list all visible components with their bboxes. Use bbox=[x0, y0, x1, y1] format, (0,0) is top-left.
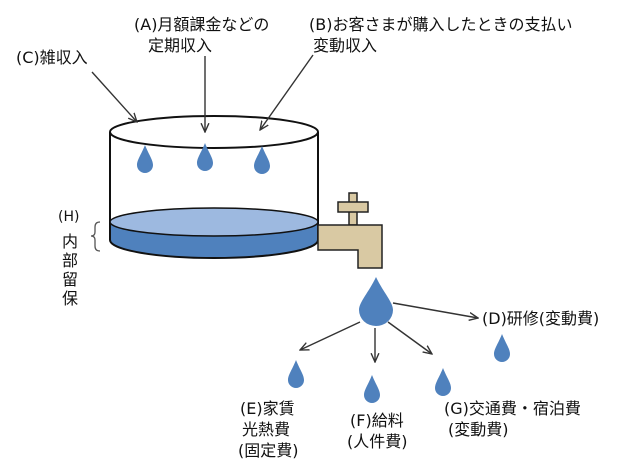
faucet-spout bbox=[317, 224, 383, 269]
tank-front-rim bbox=[109, 131, 319, 149]
drop-g bbox=[435, 368, 451, 396]
arrow-c-inflow bbox=[91, 71, 137, 122]
retained-water-surface bbox=[109, 207, 319, 237]
label-e-line2: 光熱費 bbox=[242, 420, 291, 439]
label-a-line2: 定期収入 bbox=[148, 36, 213, 55]
outflow-drop bbox=[359, 277, 393, 326]
drop-b bbox=[254, 146, 270, 174]
faucet bbox=[317, 192, 383, 269]
label-g-line1: (G)交通費・宿泊費 bbox=[444, 399, 581, 418]
drop-f bbox=[364, 375, 380, 403]
arrow-b-inflow bbox=[260, 54, 314, 130]
label-g-line2: (変動費) bbox=[448, 420, 509, 439]
drop-c bbox=[137, 145, 153, 173]
label-b-line2: 変動収入 bbox=[313, 36, 378, 55]
retained-earnings-bracket bbox=[90, 221, 101, 252]
label-f-line2: (人件費) bbox=[347, 432, 408, 451]
label-e-line3: (固定費) bbox=[238, 441, 299, 460]
arrow-g-outflow bbox=[387, 321, 432, 354]
faucet-handle-bar bbox=[337, 201, 369, 213]
label-f-line1: (F)給料 bbox=[350, 411, 404, 430]
water-tank bbox=[109, 115, 319, 259]
label-d: (D)研修(変動費) bbox=[482, 309, 600, 328]
arrow-d-outflow bbox=[392, 302, 478, 318]
label-e-line1: (E)家賃 bbox=[240, 399, 295, 418]
arrow-e-outflow bbox=[300, 321, 361, 350]
drop-a bbox=[197, 143, 213, 171]
tank-back-rim bbox=[109, 115, 319, 133]
drop-d bbox=[494, 334, 510, 362]
label-a-line1: (A)月額課金などの bbox=[134, 15, 270, 34]
drop-e bbox=[288, 360, 304, 388]
label-b-line1: (B)お客さまが購入したときの支払い bbox=[309, 15, 573, 34]
label-h-prefix: (H) bbox=[58, 209, 80, 225]
label-c: (C)雑収入 bbox=[16, 48, 88, 67]
label-h-text: 内部留保 bbox=[61, 232, 78, 308]
